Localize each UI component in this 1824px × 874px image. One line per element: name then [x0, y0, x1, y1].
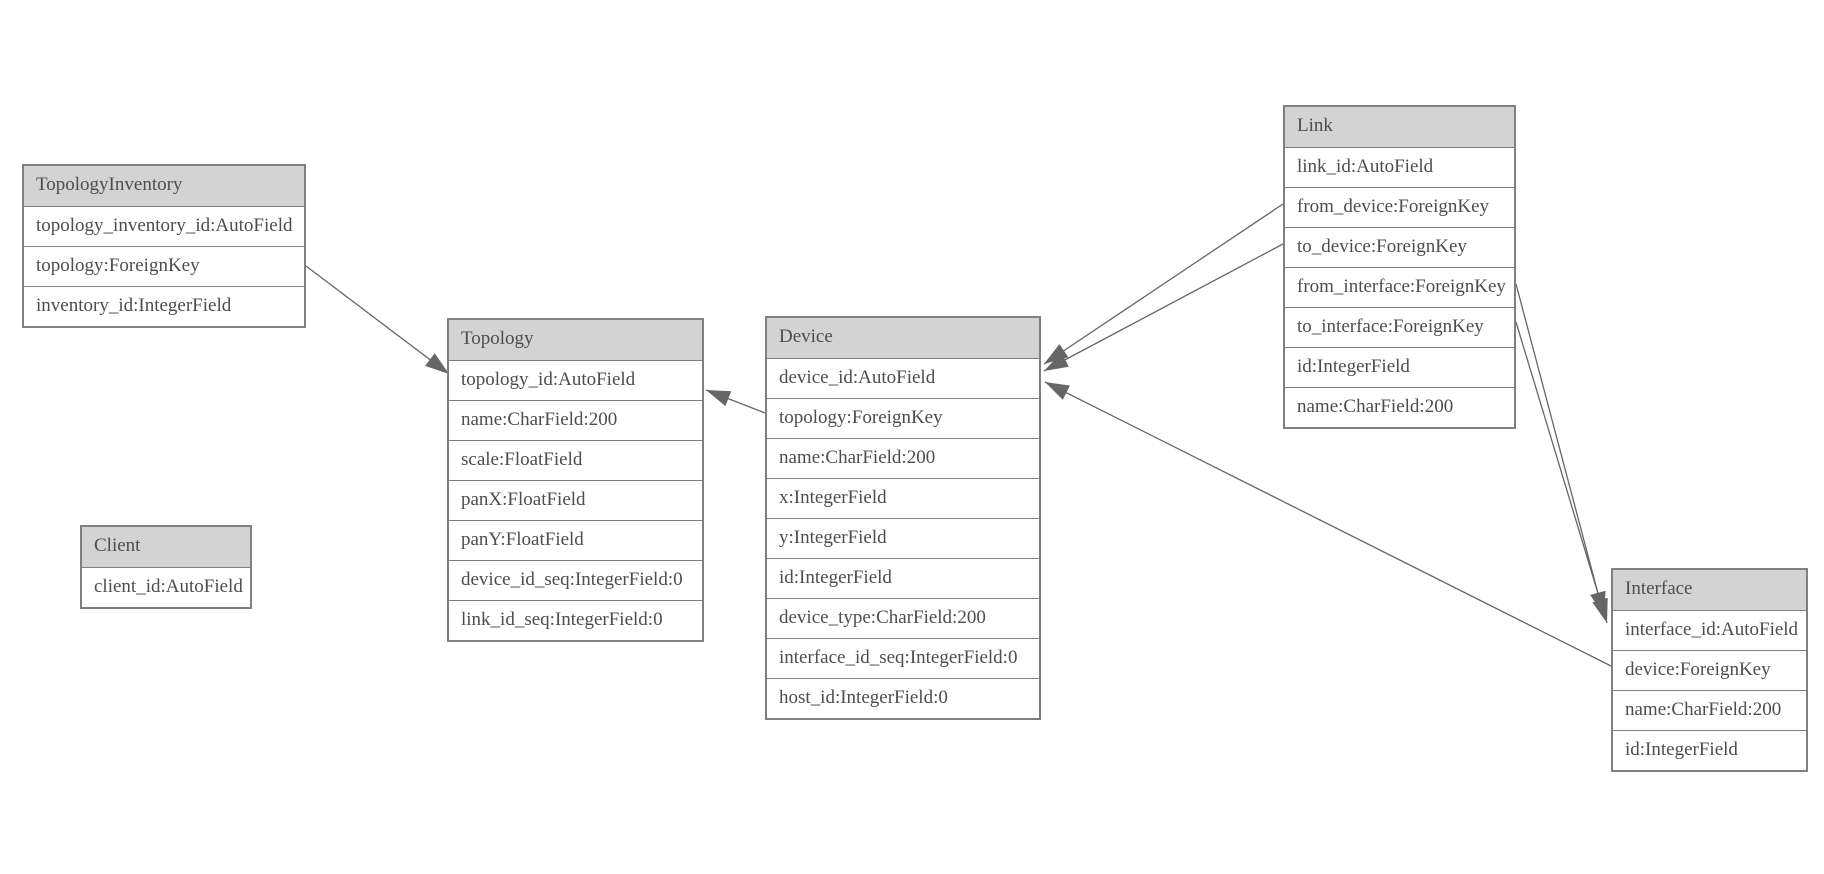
field-row-topology-device-id-seq: device_id_seq:IntegerField:0: [449, 560, 702, 600]
edge-device-topology-to-topology: [705, 389, 766, 414]
field-row-topology-pany: panY:FloatField: [449, 520, 702, 560]
field-row-topologyinventory-topology: topology:ForeignKey: [24, 246, 304, 286]
field-row-topology-topology-id: topology_id:AutoField: [449, 360, 702, 400]
edge-link-from-interface-to-interface: [1515, 283, 1606, 617]
field-row-interface-device: device:ForeignKey: [1613, 650, 1806, 690]
field-row-topology-name: name:CharField:200: [449, 400, 702, 440]
field-row-topologyinventory-topology-inventory-id: topology_inventory_id:AutoField: [24, 206, 304, 246]
field-row-topology-panx: panX:FloatField: [449, 480, 702, 520]
field-row-interface-name: name:CharField:200: [1613, 690, 1806, 730]
field-row-device-topology: topology:ForeignKey: [767, 398, 1039, 438]
field-row-link-from-device: from_device:ForeignKey: [1285, 187, 1514, 227]
field-row-device-interface-id-seq: interface_id_seq:IntegerField:0: [767, 638, 1039, 678]
field-row-link-to-interface: to_interface:ForeignKey: [1285, 307, 1514, 347]
field-row-link-id: id:IntegerField: [1285, 347, 1514, 387]
field-row-device-device-type: device_type:CharField:200: [767, 598, 1039, 638]
entity-title-client: Client: [82, 527, 250, 567]
field-row-device-device-id: device_id:AutoField: [767, 358, 1039, 398]
field-row-link-link-id: link_id:AutoField: [1285, 147, 1514, 187]
edge-topologyinventory-topology-to-topology: [305, 265, 450, 375]
field-row-device-id: id:IntegerField: [767, 558, 1039, 598]
edge-link-to-device-to-device: [1043, 243, 1284, 372]
entity-title-interface: Interface: [1613, 570, 1806, 610]
field-row-topologyinventory-inventory-id: inventory_id:IntegerField: [24, 286, 304, 326]
edge-link-to-interface-to-interface: [1515, 321, 1608, 624]
field-row-device-y: y:IntegerField: [767, 518, 1039, 558]
field-row-link-to-device: to_device:ForeignKey: [1285, 227, 1514, 267]
edge-interface-device-to-device: [1044, 381, 1612, 667]
entity-title-device: Device: [767, 318, 1039, 358]
field-row-device-host-id: host_id:IntegerField:0: [767, 678, 1039, 718]
field-row-interface-id: id:IntegerField: [1613, 730, 1806, 770]
field-row-link-from-interface: from_interface:ForeignKey: [1285, 267, 1514, 307]
entity-title-topologyinventory: TopologyInventory: [24, 166, 304, 206]
field-row-interface-interface-id: interface_id:AutoField: [1613, 610, 1806, 650]
edge-link-from-device-to-device: [1043, 203, 1284, 365]
field-row-link-name: name:CharField:200: [1285, 387, 1514, 427]
entity-title-link: Link: [1285, 107, 1514, 147]
field-row-device-name: name:CharField:200: [767, 438, 1039, 478]
field-row-device-x: x:IntegerField: [767, 478, 1039, 518]
entity-title-topology: Topology: [449, 320, 702, 360]
field-row-topology-scale: scale:FloatField: [449, 440, 702, 480]
field-row-client-client-id: client_id:AutoField: [82, 567, 250, 607]
field-row-topology-link-id-seq: link_id_seq:IntegerField:0: [449, 600, 702, 640]
